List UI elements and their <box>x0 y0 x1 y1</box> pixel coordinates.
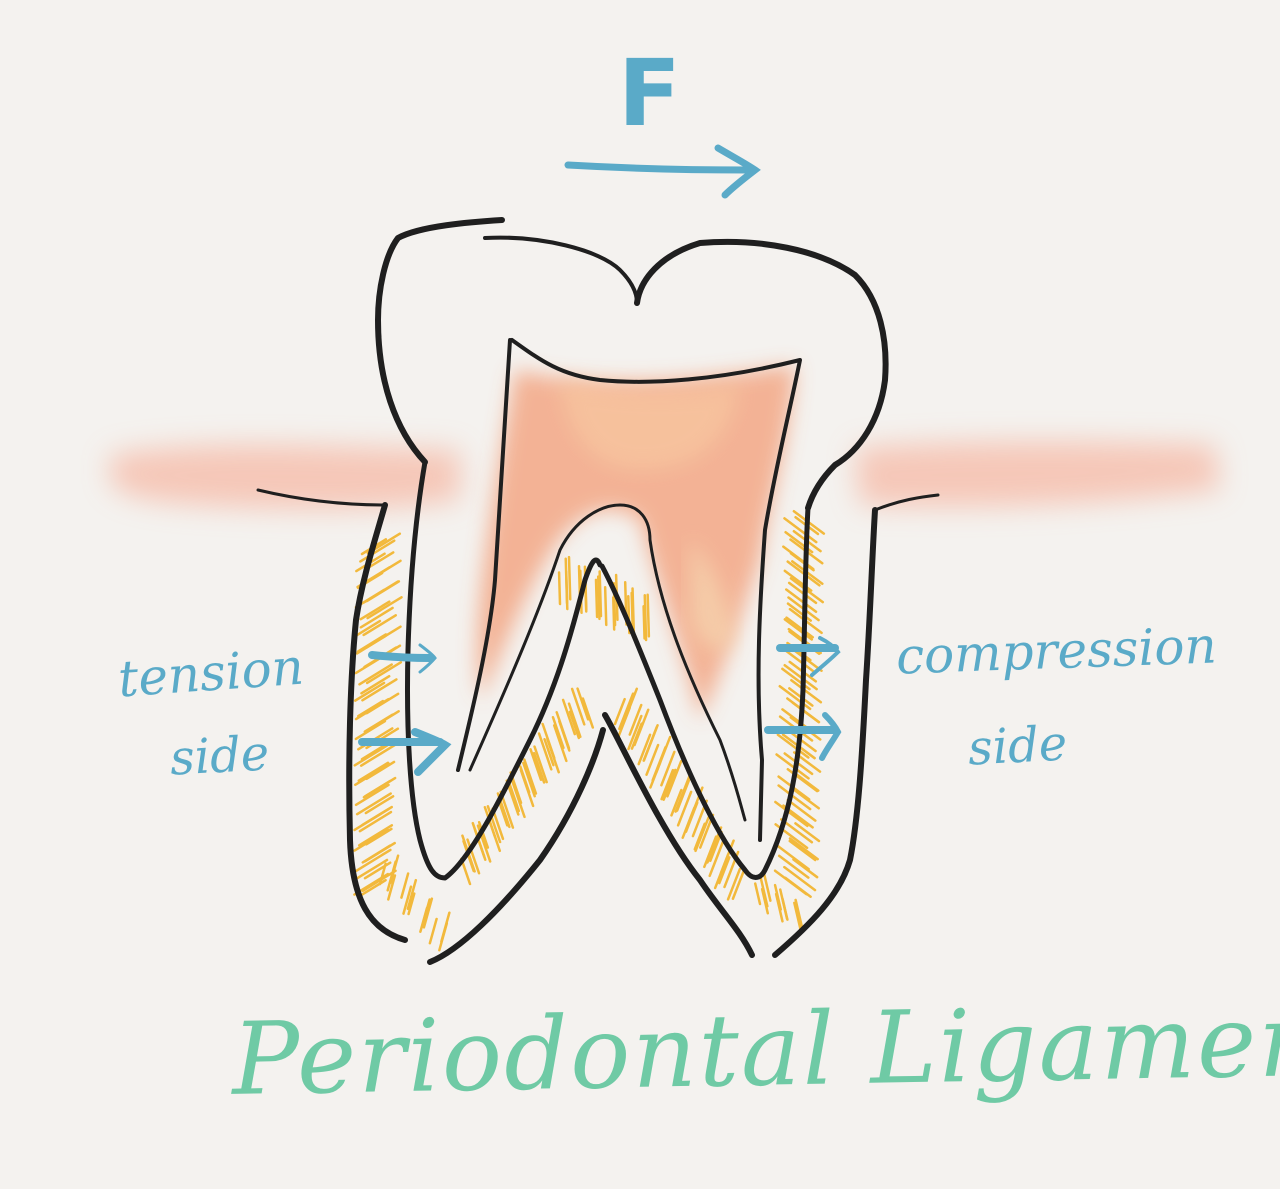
gum-tissue <box>110 441 1220 510</box>
compression-arrows-icon <box>764 636 842 761</box>
tooth-outline <box>346 217 889 965</box>
force-label: F <box>618 40 681 147</box>
tension-arrows-icon <box>358 643 452 776</box>
pulp <box>477 365 795 720</box>
diagram-title: Periodontal Ligament <box>231 981 1280 1118</box>
tension-label-line2: side <box>168 725 271 787</box>
tension-label-line1: tension <box>116 637 306 709</box>
force-arrow-icon <box>564 144 761 199</box>
compression-label-line1: compression <box>895 616 1218 686</box>
gum-line <box>256 488 940 512</box>
compression-label-line2: side <box>966 715 1069 777</box>
ligament-fibers <box>353 509 826 952</box>
